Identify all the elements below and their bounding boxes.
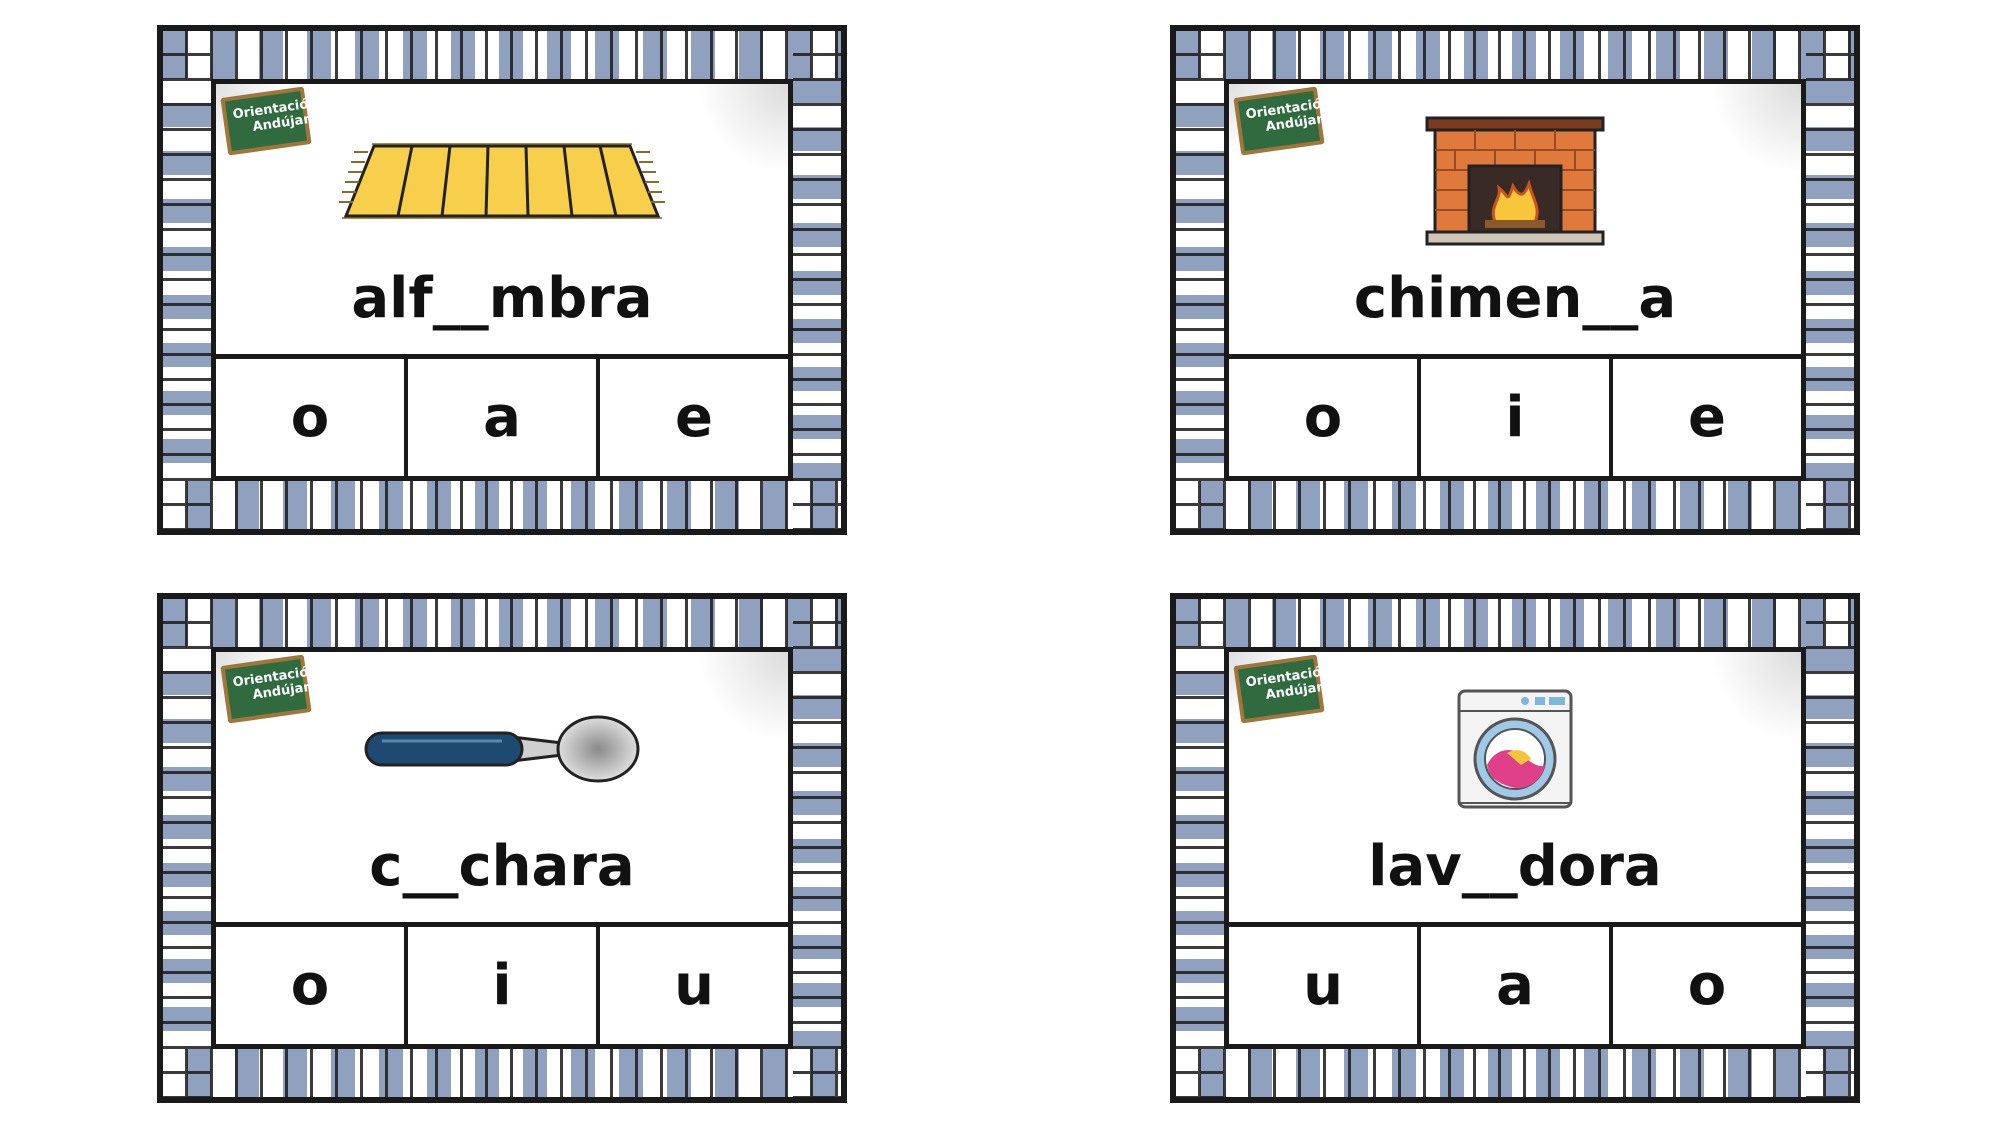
fireplace-icon (1229, 106, 1801, 256)
option-3[interactable]: o (1687, 953, 1727, 1018)
word-card-1: Orientación Andújar (157, 25, 847, 535)
orientacion-andujar-logo: Orientación Andújar (220, 654, 318, 724)
option-1[interactable]: o (1229, 359, 1421, 476)
option-1[interactable]: o (216, 927, 408, 1044)
incomplete-word: chimen__a (1353, 266, 1677, 331)
card-content: Orientación Andújar (211, 79, 793, 481)
orientacion-andujar-logo: Orientación Andújar (220, 86, 318, 156)
option-3[interactable]: e (1688, 385, 1726, 450)
option-3[interactable]: e (675, 385, 713, 450)
card-content: Orientación Andújar chimen__a o (1224, 79, 1806, 481)
word-card-2: Orientación Andújar chimen__a o (1170, 25, 1860, 535)
spoon-icon (216, 674, 788, 824)
option-2[interactable]: a (1421, 927, 1613, 1044)
incomplete-word: c__chara (369, 834, 635, 899)
washing-machine-icon (1229, 674, 1801, 824)
card-content: Orientación Andújar lav__dora u a o (1224, 647, 1806, 1049)
option-2[interactable]: a (408, 359, 600, 476)
option-1[interactable]: o (216, 359, 408, 476)
vowel-options: o a e (216, 354, 788, 476)
orientacion-andujar-logo: Orientación Andújar (1233, 86, 1331, 156)
rug-icon (216, 106, 788, 256)
incomplete-word: lav__dora (1368, 834, 1662, 899)
incomplete-word: alf__mbra (351, 266, 653, 331)
word-card-3: Orientación Andújar c__chara o i u (157, 593, 847, 1103)
option-3[interactable]: u (674, 953, 714, 1018)
vowel-options: o i u (216, 922, 788, 1044)
option-1[interactable]: u (1229, 927, 1421, 1044)
orientacion-andujar-logo: Orientación Andújar (1233, 654, 1331, 724)
vowel-options: o i e (1229, 354, 1801, 476)
option-2[interactable]: i (1421, 359, 1613, 476)
word-card-4: Orientación Andújar lav__dora u a o (1170, 593, 1860, 1103)
option-2[interactable]: i (408, 927, 600, 1044)
vowel-options: u a o (1229, 922, 1801, 1044)
card-content: Orientación Andújar c__chara o i u (211, 647, 793, 1049)
